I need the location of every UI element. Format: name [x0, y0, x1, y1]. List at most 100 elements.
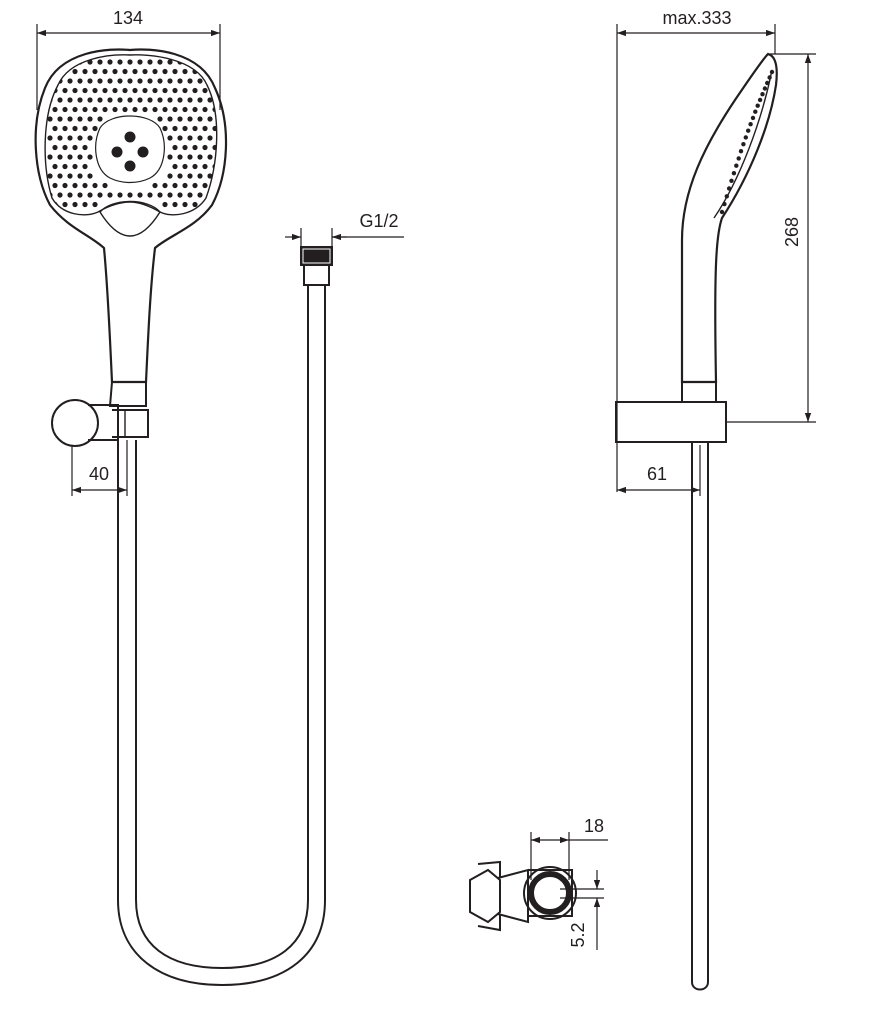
nozzle-dot [147, 192, 153, 198]
front-view [34, 48, 333, 987]
nozzle-dot [87, 135, 93, 141]
nozzle-dot [157, 116, 163, 122]
nozzle-dot [92, 87, 98, 94]
nozzle-dot [152, 87, 158, 94]
nozzle-dot [182, 68, 188, 75]
nozzle-dot [107, 192, 113, 198]
nozzle-dot [157, 78, 163, 84]
nozzle-dot [62, 144, 68, 151]
side-nozzle-dot [731, 171, 737, 176]
nozzle-dot [167, 59, 173, 65]
side-nozzle-dot [743, 135, 748, 140]
side-nozzle-dot [726, 186, 732, 191]
dim-max-depth: max.333 [662, 8, 731, 28]
nozzle-dot [162, 201, 168, 208]
nozzle-dot [177, 97, 183, 103]
side-view [615, 52, 778, 991]
nozzle-dot [177, 135, 183, 141]
nozzle-dot [87, 78, 93, 84]
nozzle-dot [162, 125, 168, 132]
dimension-lines [36, 24, 816, 950]
nozzle-dot [132, 87, 138, 94]
dim-bore: 18 [584, 816, 604, 836]
nozzle-dot [97, 116, 103, 122]
nozzle-dot [87, 192, 93, 198]
nozzle-dot [47, 116, 53, 122]
nozzle-dot [172, 144, 178, 151]
nozzle-dot [72, 201, 78, 208]
nozzle-dot [52, 163, 58, 170]
nozzle-dot [182, 125, 188, 132]
nozzle-dot [77, 135, 83, 141]
nozzle-dot [202, 163, 208, 170]
hose-side [691, 442, 709, 991]
nozzle-dot [127, 192, 133, 198]
nozzle-dot [77, 116, 83, 122]
nozzle-dot [92, 125, 98, 132]
nozzle-dot [192, 182, 198, 189]
nozzle-dot [192, 125, 198, 132]
dim-head-width: 134 [113, 8, 143, 28]
nozzle-dot [177, 192, 183, 198]
side-nozzle-dot [729, 178, 734, 183]
side-nozzle-dot [760, 92, 765, 97]
nozzle-dot [167, 78, 173, 84]
nozzle-dot [67, 135, 73, 141]
nozzle-dot [122, 68, 128, 75]
nozzle-dot [187, 135, 193, 141]
nozzle-dot [192, 87, 198, 94]
side-nozzle-dot [722, 201, 727, 207]
nozzle-dot [92, 182, 98, 189]
nozzle-dot [142, 106, 148, 113]
nozzle-dot [72, 125, 78, 132]
nozzle-dot [172, 201, 178, 208]
nozzle-dot [167, 135, 173, 141]
nozzle-dot [207, 135, 213, 141]
nozzle-dot [62, 87, 68, 94]
nozzle-dot [172, 125, 178, 132]
nozzle-dot [202, 182, 208, 189]
nozzle-dot [87, 173, 93, 179]
nozzle-dot [172, 182, 178, 189]
side-nozzle-dot [734, 163, 739, 168]
nozzle-dot [72, 144, 78, 151]
dim-gap: 5.2 [568, 922, 588, 947]
nozzle-dot [207, 154, 213, 160]
nozzle-dot [147, 97, 153, 103]
nozzle-dot [182, 182, 188, 189]
nozzle-dot [192, 106, 198, 113]
nozzle-dot [92, 106, 98, 113]
mode-button-outline [99, 200, 161, 237]
center-ring [95, 115, 165, 184]
nozzle-dot [57, 154, 63, 160]
nozzle-dot [187, 97, 193, 103]
nozzle-dot [67, 78, 73, 84]
nozzle-dot [192, 163, 198, 170]
nozzle-dot [202, 144, 208, 151]
nozzle-dot [187, 154, 193, 160]
nozzle-dot [137, 192, 143, 198]
nozzle-dot [47, 59, 53, 65]
nozzle-dot [212, 182, 217, 189]
nozzle-dot [167, 173, 173, 179]
nozzle-dot [82, 144, 88, 151]
nozzle-dot [187, 116, 193, 122]
side-nozzle-dot [753, 109, 758, 114]
nozzle-dot [82, 106, 88, 113]
nozzle-dot [127, 59, 133, 65]
side-nozzle-dot [765, 80, 770, 86]
nozzle-dot [52, 106, 58, 113]
nozzle-dot [47, 173, 53, 179]
nozzle-dot [117, 192, 123, 198]
side-nozzle-dot [741, 142, 746, 147]
nozzle-dot [127, 78, 133, 84]
nozzle-dot [57, 192, 63, 198]
nozzle-dot [102, 68, 108, 75]
nozzle-dot [147, 59, 153, 65]
nozzle-dot [197, 135, 203, 141]
nozzle-dot [67, 97, 73, 103]
nozzle-dot [107, 59, 113, 65]
nozzle-dot [112, 106, 118, 113]
nozzle-dot [102, 87, 108, 94]
